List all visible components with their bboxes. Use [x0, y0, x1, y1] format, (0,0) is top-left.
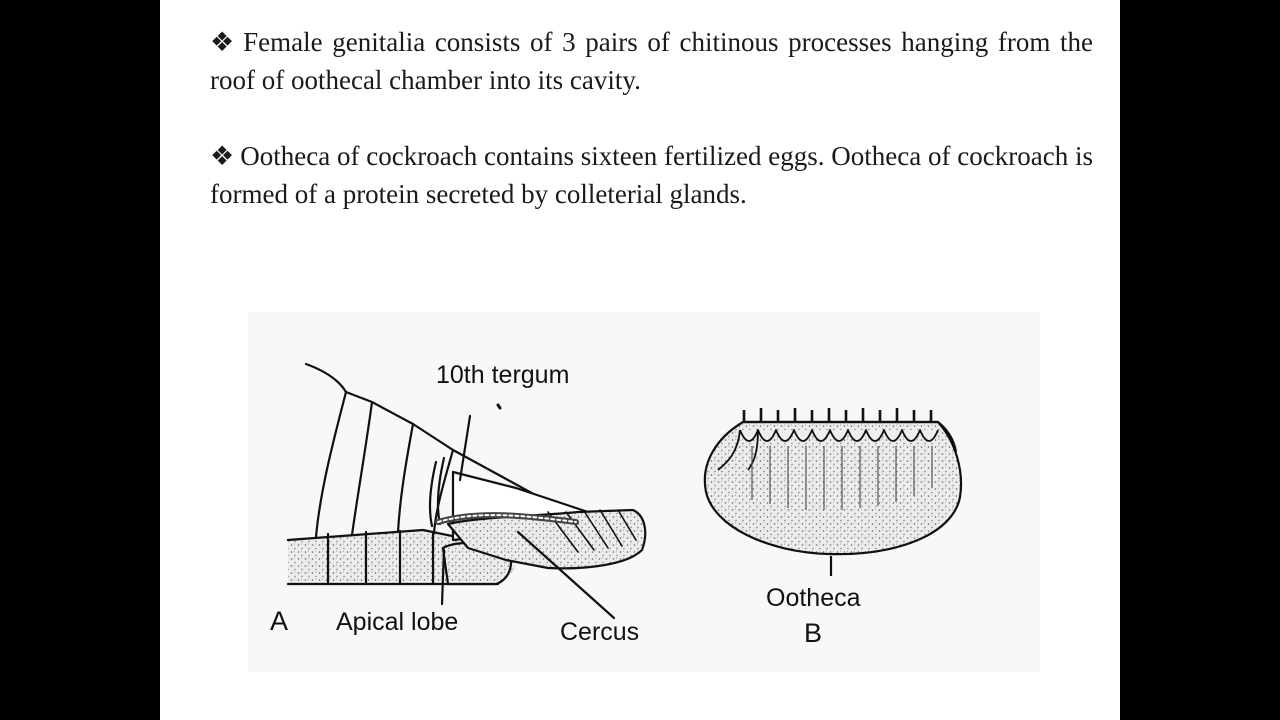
diamond-bullet-icon: ❖	[210, 27, 238, 57]
ootheca-drawing	[703, 408, 963, 576]
label-ootheca: Ootheca	[766, 584, 861, 612]
bullet-paragraph-ootheca: ❖Ootheca of cockroach contains sixteen f…	[210, 137, 1093, 213]
label-apical-lobe: Apical lobe	[336, 608, 458, 636]
label-10th-tergum: 10th tergum	[436, 361, 569, 389]
diamond-bullet-icon: ❖	[210, 141, 235, 171]
paragraph-text: Ootheca of cockroach contains sixteen fe…	[210, 141, 1093, 209]
cockroach-diagram-svg: 10th tergum Apical lobe Cercus A Ootheca…	[270, 361, 963, 648]
paragraph-text: Female genitalia consists of 3 pairs of …	[210, 27, 1093, 95]
abdomen-tip-drawing	[286, 362, 647, 620]
cockroach-figure: 10th tergum Apical lobe Cercus A Ootheca…	[248, 312, 1040, 672]
slide: ❖Female genitalia consists of 3 pairs of…	[160, 0, 1120, 720]
label-panel-b: B	[804, 618, 822, 648]
bullet-paragraph-genitalia: ❖Female genitalia consists of 3 pairs of…	[210, 23, 1093, 99]
label-panel-a: A	[270, 606, 288, 636]
label-cercus: Cercus	[560, 618, 639, 646]
